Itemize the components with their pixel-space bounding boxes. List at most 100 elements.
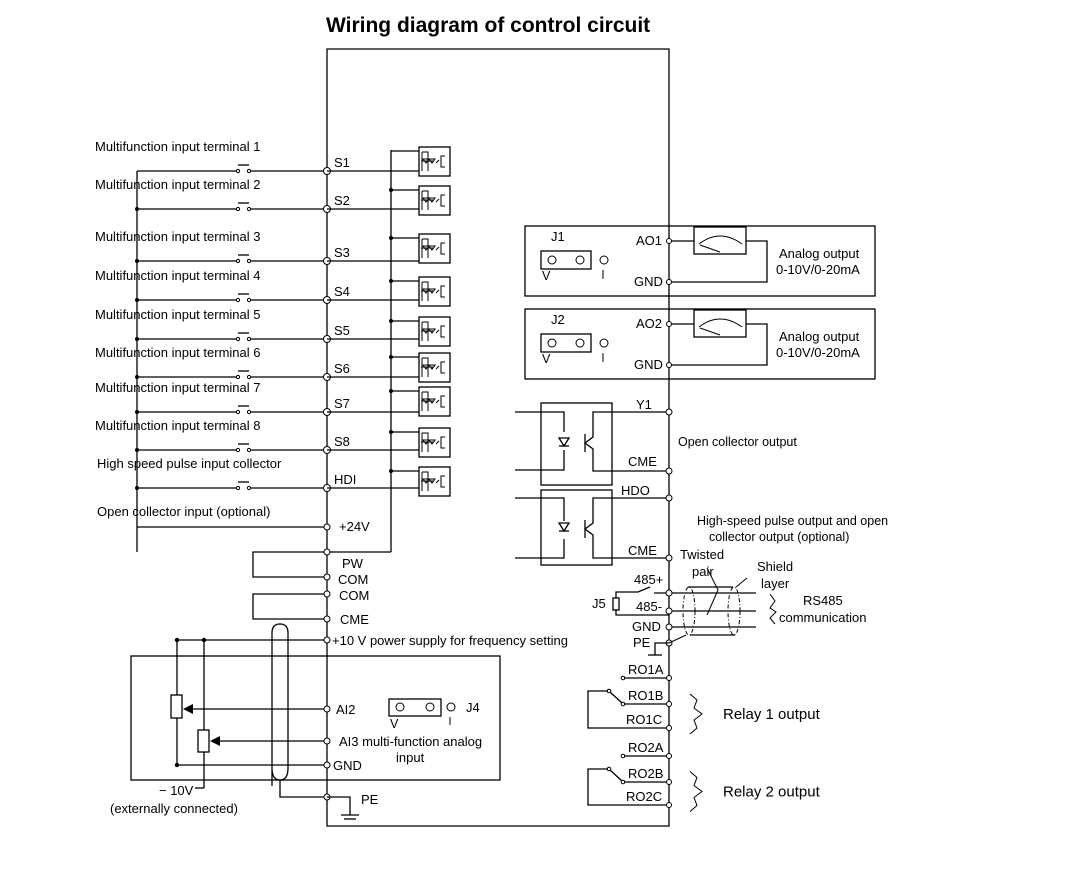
shield-outline (682, 586, 696, 636)
junction-dot (389, 355, 393, 359)
terminal-ro1c[interactable] (666, 725, 672, 731)
input-row-s4: Multifunction input terminal 4S4 (95, 268, 451, 307)
switch-contact (246, 297, 252, 303)
terminal-ro2a[interactable] (666, 753, 672, 759)
analog-output-desc-1: Analog output (779, 246, 860, 261)
led-icon (422, 245, 436, 251)
terminal-ai2[interactable] (323, 705, 331, 713)
wire-pe (327, 796, 351, 815)
open-collector-input-label: Open collector input (optional) (97, 504, 270, 519)
light-arrow-icon (435, 159, 440, 164)
wiper-arrow-icon (210, 736, 220, 746)
shield-label-1: Shield (757, 559, 793, 574)
jumper-j4[interactable] (388, 698, 442, 717)
input-label: Multifunction input terminal 8 (95, 418, 260, 433)
terminal-pw[interactable] (323, 548, 331, 556)
optocoupler (418, 352, 451, 383)
junction-dot (389, 469, 393, 473)
light-arrow-icon (435, 440, 440, 445)
switch-contact (246, 336, 252, 342)
optocoupler-hdo (540, 489, 613, 566)
twisted-pair-label-2: pair (692, 564, 714, 579)
terminal-com-2[interactable] (323, 590, 331, 598)
wire (515, 450, 565, 471)
junction-dot (389, 188, 393, 192)
terminal-hdo[interactable] (665, 494, 673, 502)
input-label: Multifunction input terminal 1 (95, 139, 260, 154)
terminal-cme-hdo[interactable] (665, 554, 673, 562)
phototransistor-icon (440, 242, 445, 255)
terminal-pe-label: PE (361, 792, 379, 807)
terminal-cme-label: CME (340, 612, 369, 627)
relay-switch-icon (609, 691, 623, 704)
open-collector-output-desc: Open collector output (678, 435, 797, 449)
switch-contact (246, 168, 252, 174)
wire (668, 634, 687, 644)
terminal-label: S2 (334, 193, 350, 208)
twisted-pair-pointer (706, 567, 719, 616)
phototransistor-icon (440, 325, 445, 338)
twisted-pair-label-1: Twisted (680, 547, 724, 562)
phototransistor-icon (440, 395, 445, 408)
jumper-j5-resistor[interactable] (612, 597, 620, 611)
light-arrow-icon (435, 246, 440, 251)
terminal-485plus[interactable] (665, 589, 673, 597)
terminal-ai3[interactable] (323, 737, 331, 745)
switch-contact (235, 374, 241, 380)
switch-contact (235, 336, 241, 342)
hdo-desc-1: High-speed pulse output and open (697, 514, 888, 528)
junction-dot (389, 319, 393, 323)
plus10v-label: +10 V power supply for frequency setting (332, 633, 568, 648)
jumper-j4-label: J4 (466, 700, 480, 715)
jumper-pin (575, 338, 585, 348)
terminal-ro1b[interactable] (666, 701, 672, 707)
jumper-pin (575, 255, 585, 265)
terminal-ro2b-label: RO2B (628, 766, 663, 781)
terminal-ao-gnd[interactable] (666, 279, 672, 285)
terminal-label: S3 (334, 245, 350, 260)
terminal-24v[interactable] (323, 523, 331, 531)
terminal-ro1b-label: RO1B (628, 688, 663, 703)
jumper-v-label: V (542, 352, 551, 366)
terminal-ro2c[interactable] (666, 802, 672, 808)
terminal-y1[interactable] (665, 408, 673, 416)
terminal-ao2-label: AO2 (636, 316, 662, 331)
phototransistor-icon (440, 475, 445, 488)
switch-contact (246, 206, 252, 212)
terminal-485minus-label: 485- (636, 599, 662, 614)
jumper-j1[interactable] (540, 250, 592, 270)
terminal-com-1[interactable] (323, 573, 331, 581)
terminal-rs485-gnd[interactable] (665, 623, 673, 631)
shield-pointer (735, 577, 748, 588)
terminal-ro1a[interactable] (666, 675, 672, 681)
meter-needle-icon (699, 327, 721, 336)
wire (515, 411, 565, 432)
terminal-gnd[interactable] (323, 761, 331, 769)
terminal-label: S6 (334, 361, 350, 376)
terminal-ao1[interactable] (666, 238, 672, 244)
terminal-cme[interactable] (323, 615, 331, 623)
power-terminals: PW COM COM CME (252, 548, 369, 627)
drive-enclosure (326, 48, 670, 827)
shield-to-pe (279, 780, 327, 798)
terminal-ao-gnd[interactable] (666, 362, 672, 368)
jumper-label: J2 (551, 312, 565, 327)
light-arrow-icon (435, 479, 440, 484)
junction-dot (389, 430, 393, 434)
terminal-gnd-label: GND (634, 357, 663, 372)
terminal-ro2b[interactable] (666, 779, 672, 785)
terminal-plus10v[interactable] (323, 636, 331, 644)
shield-outline (727, 586, 741, 636)
terminal-ro2c-label: RO2C (626, 789, 662, 804)
terminal-ao2[interactable] (666, 321, 672, 327)
brace-icon (689, 771, 703, 812)
input-label: Multifunction input terminal 2 (95, 177, 260, 192)
analog-input-section: +10 V power supply for frequency setting… (110, 623, 568, 820)
external-label: (externally connected) (110, 801, 238, 816)
switch-contact (235, 206, 241, 212)
jumper-j2[interactable] (540, 333, 592, 353)
terminal-cme-y1[interactable] (665, 467, 673, 475)
potentiometer-2 (197, 729, 210, 753)
terminal-485minus[interactable] (665, 607, 673, 615)
